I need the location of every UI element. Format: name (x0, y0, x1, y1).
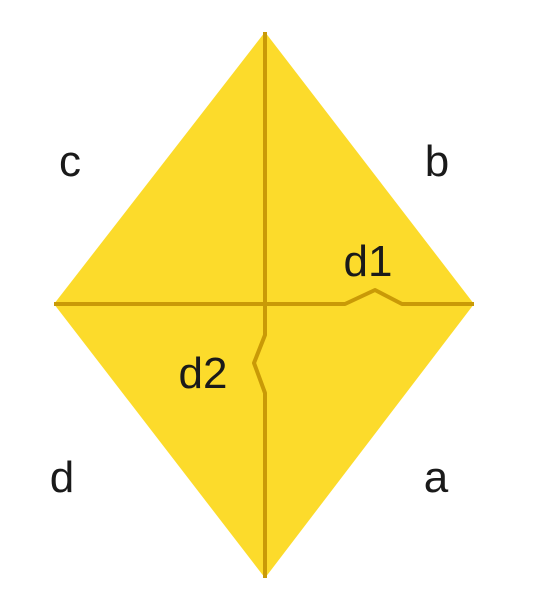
diagonal-label-d1: d1 (344, 237, 393, 286)
side-label-b: b (425, 137, 449, 186)
vertical-diagonal-d2 (252, 32, 267, 578)
side-label-d: d (50, 453, 74, 502)
horizontal-diagonal-d1 (54, 288, 474, 306)
side-label-a: a (424, 453, 449, 502)
diagonal-label-d2: d2 (179, 349, 228, 398)
side-label-c: c (59, 137, 81, 186)
